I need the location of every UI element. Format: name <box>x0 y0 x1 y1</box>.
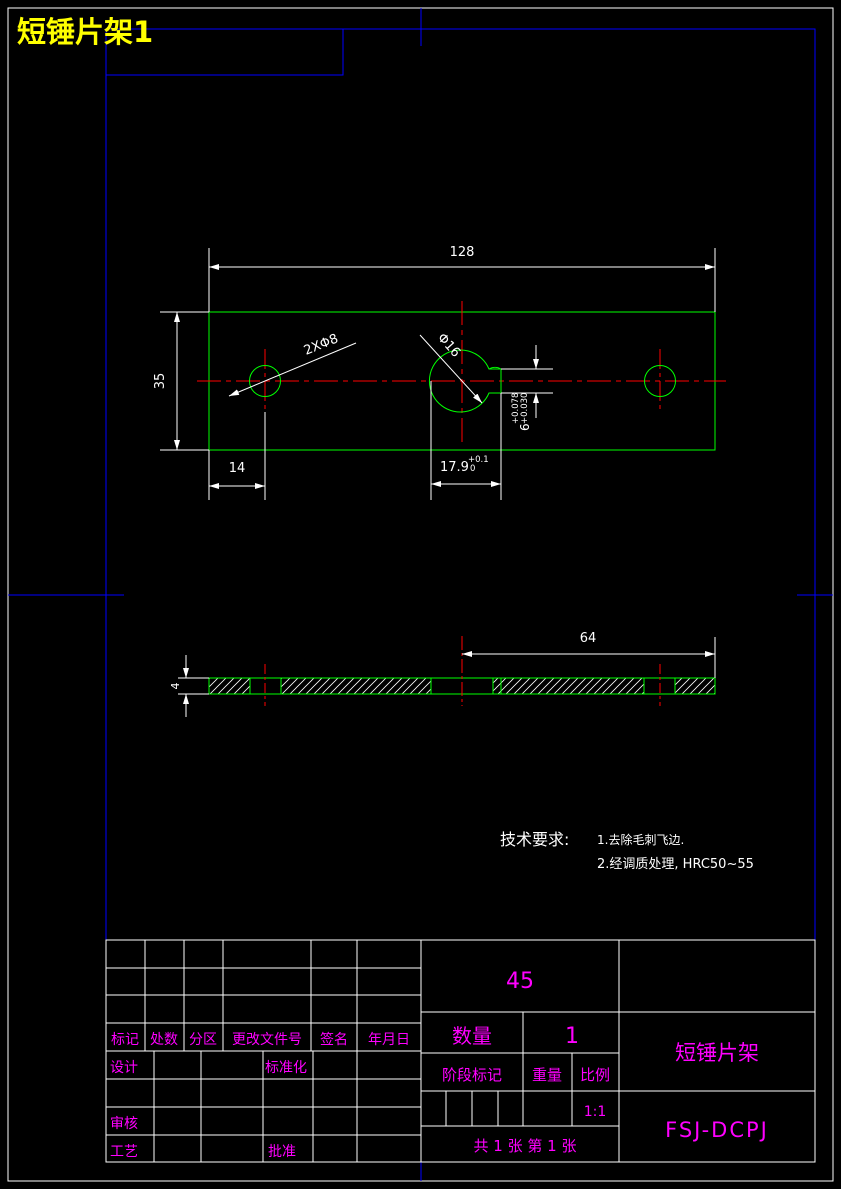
header-count: 处数 <box>150 1032 178 1048</box>
material: 45 <box>506 969 534 994</box>
label-standardization: 标准化 <box>265 1060 307 1076</box>
tech-req-heading: 技术要求: <box>500 830 569 849</box>
drawing-number: FSJ-DCPJ <box>665 1118 769 1142</box>
page-title: 短锤片架1 <box>17 15 154 49</box>
hole-small-right <box>644 365 676 397</box>
dim-slot-depth: 17.9 <box>440 460 469 475</box>
label-approve: 批准 <box>268 1144 296 1160</box>
part-name: 短锤片架 <box>675 1041 759 1065</box>
technical-requirements: 技术要求: 1.去除毛刺飞边. 2.经调质处理, HRC50~55 <box>500 830 754 872</box>
header-date: 年月日 <box>368 1032 410 1048</box>
title-box <box>106 29 344 76</box>
plan-view: 128 35 14 17.9 +0.1 0 6 +0.078 +0.030 2X… <box>153 245 726 500</box>
dim-thickness: 4 <box>169 683 182 690</box>
label-review: 审核 <box>110 1116 138 1132</box>
dim-overall-length: 128 <box>450 245 475 260</box>
tech-req-item-2: 2.经调质处理, HRC50~55 <box>597 857 754 872</box>
dim-height: 35 <box>153 373 168 390</box>
header-change-doc: 更改文件号 <box>232 1032 302 1048</box>
dim-slot-width: 6 <box>518 423 532 431</box>
tech-req-item-1: 1.去除毛刺飞边. <box>597 832 684 847</box>
header-mark: 标记 <box>111 1032 139 1048</box>
dim-hole-small: 2XΦ8 <box>302 331 341 358</box>
section-view: 64 4 <box>169 631 716 717</box>
sheet-count: 共 1 张 第 1 张 <box>474 1137 577 1155</box>
label-design: 设计 <box>110 1060 138 1076</box>
title-block-text: 45 标记 处数 分区 更改文件号 签名 年月日 设计 标准化 审核 工艺 批准… <box>110 969 769 1160</box>
label-scale: 比例 <box>580 1066 610 1084</box>
header-zone: 分区 <box>189 1032 217 1048</box>
label-quantity: 数量 <box>452 1024 492 1048</box>
dim-hole-left-offset: 14 <box>229 461 246 476</box>
dim-hole-large: Φ16 <box>434 331 463 361</box>
label-process: 工艺 <box>110 1144 138 1160</box>
inner-border <box>105 28 816 1163</box>
title-block <box>105 939 816 1163</box>
hole-large-with-slot <box>429 349 502 413</box>
value-quantity: 1 <box>565 1024 579 1049</box>
dim-hole-spacing: 64 <box>580 631 597 646</box>
header-signature: 签名 <box>320 1031 348 1048</box>
value-scale: 1:1 <box>584 1104 607 1120</box>
dim-slot-width-lower-tol: +0.030 <box>520 393 530 424</box>
dim-slot-depth-lower-tol: 0 <box>470 464 475 474</box>
label-weight: 重量 <box>532 1066 562 1084</box>
dim-slot-depth-upper-tol: +0.1 <box>468 455 489 465</box>
dim-slot-width-upper-tol: +0.078 <box>511 393 521 424</box>
hole-small-left <box>249 365 281 397</box>
label-stage-mark: 阶段标记 <box>442 1066 502 1084</box>
